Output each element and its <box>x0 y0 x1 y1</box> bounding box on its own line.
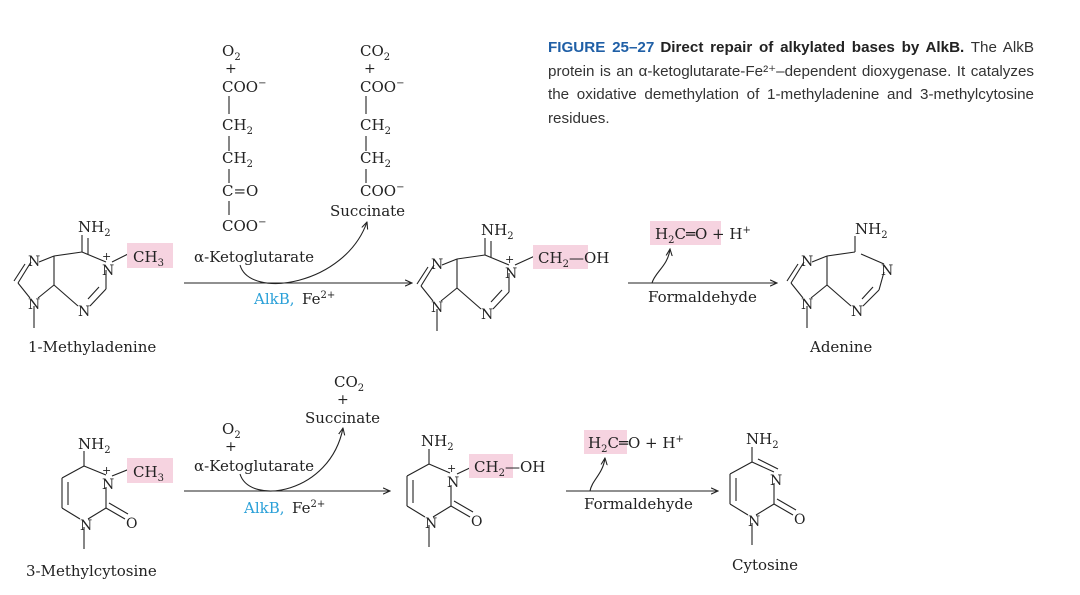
atom-n3: N <box>78 304 90 320</box>
methylene-1: CH2 <box>222 116 253 137</box>
co2-label: CO2 <box>334 373 364 394</box>
formaldehyde-highlight <box>584 430 627 454</box>
cytosine-structure: N N O NH2 Cytosine <box>729 430 805 574</box>
atom-o2: O <box>794 512 805 528</box>
bottom-cosubstrates: O2 + α-Ketoglutarate CO2 + Succinate <box>194 373 380 475</box>
reaction-arrow-1: AlkB, Fe2+ <box>184 222 412 308</box>
atom-n7: N <box>801 254 813 270</box>
amino-group: NH2 <box>78 218 111 239</box>
reaction-arrow-2: H2C═O + H+ Formaldehyde <box>628 221 777 306</box>
plus-sign: + <box>337 392 349 408</box>
carboxylate-2: COO− <box>360 182 404 200</box>
charge-plus: + <box>505 253 514 266</box>
enzyme-label: AlkB, <box>243 499 285 517</box>
atom-n1: N <box>102 263 114 279</box>
adenine-structure: N N N N NH2 Adenine <box>786 220 893 356</box>
atom-n1: N <box>748 514 760 530</box>
atom-n7: N <box>431 257 443 273</box>
atom-n9: N <box>28 297 40 313</box>
atom-n1: N <box>425 516 437 532</box>
o2-label: O2 <box>222 420 241 441</box>
cofactor-label: Fe2+ <box>302 290 335 308</box>
reaction-arrow-3: AlkB, Fe2+ <box>184 428 390 517</box>
atom-n1: N <box>505 266 517 282</box>
formaldehyde-formula: H2C═O + H+ <box>655 225 751 246</box>
enzyme-label: AlkB, <box>253 290 295 308</box>
hydroxymethyl-group: CH2—OH <box>474 458 545 479</box>
amino-group: NH2 <box>481 221 514 242</box>
atom-n3: N <box>447 475 459 491</box>
methyl-highlight <box>533 245 588 269</box>
methyl-group: CH3 <box>133 463 164 484</box>
figure-caption: FIGURE 25–27 Direct repair of alkylated b… <box>548 36 1034 130</box>
methylcytosine-structure: N + N O NH2 CH3 3-Methylcytosine <box>26 435 173 580</box>
methylene-2: CH2 <box>360 149 391 170</box>
co2-label: CO2 <box>360 42 390 63</box>
amino-group: NH2 <box>746 430 779 451</box>
figure-title: Direct repair of alkylated bases by AlkB… <box>660 39 965 56</box>
amino-group: NH2 <box>855 220 888 241</box>
succinate-product: CO2 + COO− CH2 CH2 COO− Succinate <box>330 42 405 220</box>
atom-n3: N <box>102 477 114 493</box>
amino-group: NH2 <box>78 435 111 456</box>
figure-label: FIGURE 25–27 <box>548 39 655 56</box>
methyl-highlight <box>127 243 173 268</box>
formaldehyde-label: Formaldehyde <box>584 495 693 513</box>
methyl-highlight <box>127 458 173 483</box>
atom-n3: N <box>851 304 863 320</box>
methyl-highlight <box>469 454 513 478</box>
keto-group: C=O <box>222 182 258 200</box>
hydroxymethyl-adenine-structure: N N N N + NH2 CH2—OH <box>416 221 609 331</box>
hydroxymethyl-group: CH2—OH <box>538 249 609 270</box>
ketoglutarate-label: α-Ketoglutarate <box>194 457 314 475</box>
atom-o2: O <box>126 516 137 532</box>
cofactor-label: Fe2+ <box>292 499 325 517</box>
adenine-label: Adenine <box>809 338 872 356</box>
atom-n1: N <box>881 263 893 279</box>
formaldehyde-formula: H2C═O + H+ <box>588 434 684 455</box>
methyladenine-label: 1-Methyladenine <box>28 338 156 356</box>
succinate-label: Succinate <box>330 202 405 220</box>
methyladenine-structure: N N N N + NH2 CH3 1-Methyladenine <box>13 218 173 356</box>
hydroxymethyl-cytosine-structure: N + N O NH2 CH2—OH <box>406 432 545 547</box>
ketoglutarate-label: α-Ketoglutarate <box>194 248 314 266</box>
carboxylate-1: COO− <box>222 78 266 96</box>
atom-n3: N <box>770 473 782 489</box>
atom-n3: N <box>481 307 493 323</box>
atom-n1: N <box>80 518 92 534</box>
methylcytosine-label: 3-Methylcytosine <box>26 562 157 580</box>
atom-o2: O <box>471 514 482 530</box>
methyl-group: CH3 <box>133 248 164 269</box>
charge-plus: + <box>447 462 456 475</box>
charge-plus: + <box>102 250 111 263</box>
plus-sign: + <box>364 61 376 77</box>
formaldehyde-label: Formaldehyde <box>648 288 757 306</box>
formaldehyde-highlight <box>650 221 721 245</box>
figure-caption-body: The AlkB protein is an α-ketoglutarate-F… <box>548 39 1034 127</box>
atom-n9: N <box>801 297 813 313</box>
cytosine-label: Cytosine <box>732 556 798 574</box>
plus-sign: + <box>225 439 237 455</box>
ketoglutarate-cosubstrate: O2 + COO− CH2 CH2 C=O COO− α-Ketoglutara… <box>194 42 314 266</box>
atom-n7: N <box>28 254 40 270</box>
o2-label: O2 <box>222 42 241 63</box>
charge-plus: + <box>102 464 111 477</box>
methylene-1: CH2 <box>360 116 391 137</box>
atom-n9: N <box>431 300 443 316</box>
methylene-2: CH2 <box>222 149 253 170</box>
succinate-label: Succinate <box>305 409 380 427</box>
carboxylate-1: COO− <box>360 78 404 96</box>
reaction-arrow-4: H2C═O + H+ Formaldehyde <box>566 430 718 513</box>
plus-sign: + <box>225 61 237 77</box>
carboxylate-2: COO− <box>222 217 266 235</box>
amino-group: NH2 <box>421 432 454 453</box>
